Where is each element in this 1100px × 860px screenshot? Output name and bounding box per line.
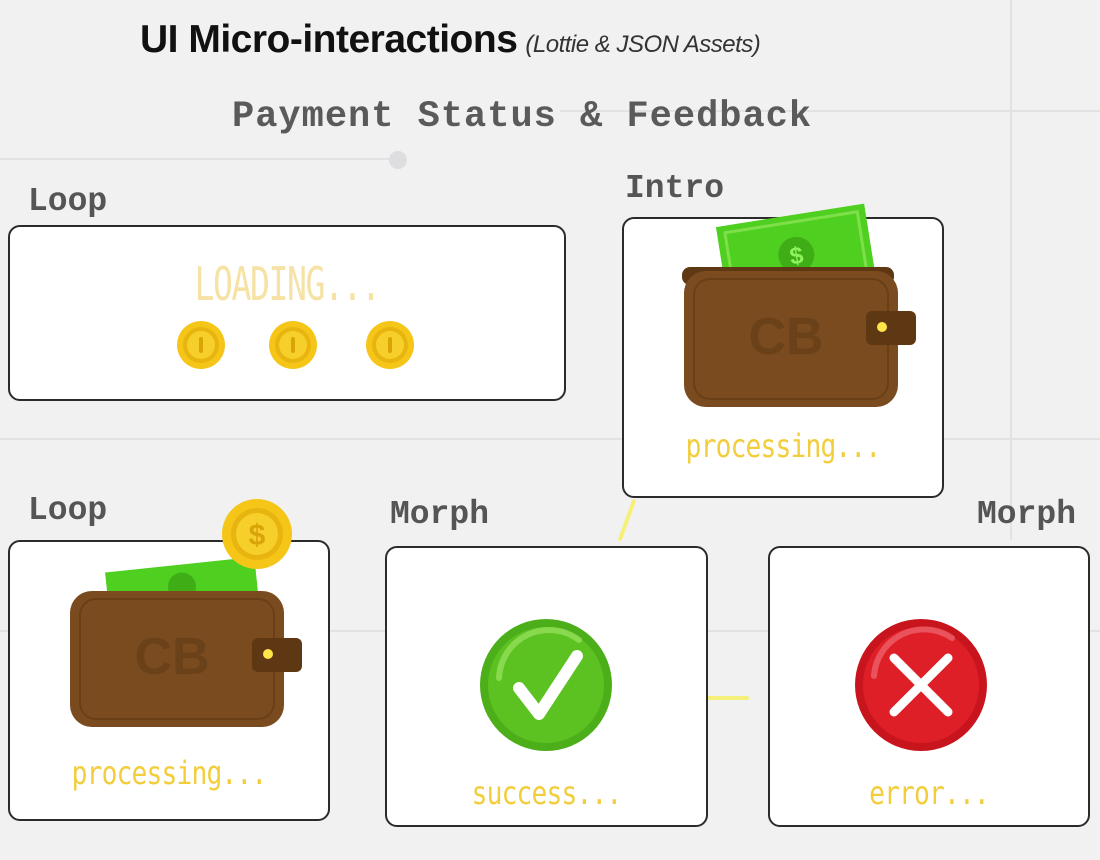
status-processing: processing... [685, 427, 882, 465]
page-subtitle: Payment Status & Feedback [232, 96, 813, 138]
coin-icon [366, 321, 414, 369]
svg-text:CB: CB [134, 628, 209, 686]
status-processing: processing... [71, 754, 268, 792]
burst-ray [617, 498, 637, 542]
wallet-icon: $ CB [682, 203, 916, 407]
card-label-success: Morph [390, 496, 490, 533]
status-error: error... [869, 774, 990, 812]
svg-text:$: $ [788, 242, 806, 271]
background-line [560, 110, 1100, 112]
loading-text: LOADING... [194, 257, 380, 311]
card-label-error: Morph [977, 496, 1077, 533]
wallet-icon: CB [70, 556, 302, 727]
intro-card[interactable]: $ CB processing... [622, 203, 944, 498]
checkmark-icon [480, 619, 612, 751]
svg-text:$: $ [249, 519, 266, 552]
background-line [0, 438, 1100, 440]
title-main: UI Micro-interactions [140, 18, 518, 61]
background-dot [389, 151, 407, 169]
svg-text:CB: CB [748, 308, 823, 366]
burst-ray [705, 696, 749, 700]
background-line [1010, 0, 1012, 540]
cross-icon [855, 619, 987, 751]
coin-icon [269, 321, 317, 369]
title-note: (Lottie & JSON Assets) [525, 31, 761, 58]
page-title: UI Micro-interactions (Lottie & JSON Asse… [140, 18, 761, 62]
card-label-loop-wallet: Loop [28, 492, 108, 529]
coin-icon [177, 321, 225, 369]
card-label-intro: Intro [625, 170, 725, 207]
status-success: success... [471, 774, 623, 812]
error-card[interactable]: error... [768, 546, 1090, 827]
card-label-loading: Loop [28, 183, 108, 220]
wallet-loop-card[interactable]: CB $ processing... [8, 499, 330, 821]
coin-icon: $ [222, 499, 292, 569]
loading-card[interactable]: LOADING... [8, 225, 566, 401]
success-card[interactable]: success... [385, 546, 708, 827]
background-line [0, 158, 400, 160]
